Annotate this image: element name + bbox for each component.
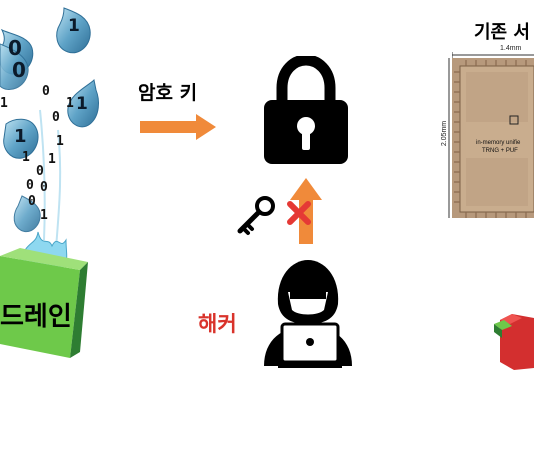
drop-bit-label: 1 bbox=[68, 16, 80, 36]
stream-bit: 0 bbox=[26, 178, 34, 193]
water-drop bbox=[67, 78, 99, 128]
stream-bit: 0 bbox=[42, 84, 50, 99]
left-panel: 0 1 0 1 1 1 0 1 0 1 1 0 1 0 0 0 1 드레인 bbox=[0, 0, 135, 462]
width-dimension-line bbox=[452, 52, 534, 58]
height-dimension-line bbox=[448, 58, 450, 218]
water-drop bbox=[13, 195, 41, 233]
water-drops-illustration bbox=[0, 7, 99, 358]
block-label: 드레인 bbox=[0, 302, 72, 332]
width-label: 1.4mm bbox=[500, 45, 522, 52]
hacker-label: 해커 bbox=[198, 312, 237, 336]
stream-bit: 1 bbox=[56, 134, 64, 149]
key-icon bbox=[237, 196, 275, 235]
stream-bit: 1 bbox=[40, 208, 48, 223]
chip-text-line-2: TRNG + PUF bbox=[482, 148, 518, 154]
stream-bit: 1 bbox=[48, 152, 56, 167]
cross-icon bbox=[287, 201, 311, 225]
stream-bit: 0 bbox=[28, 194, 36, 209]
water-drop bbox=[0, 43, 29, 90]
stream-bit: 0 bbox=[40, 180, 48, 195]
chip-text-line-1: in-memory unifie bbox=[476, 140, 521, 146]
middle-panel: 암호 키 해커 bbox=[130, 0, 400, 462]
stream-bit: 0 bbox=[52, 110, 60, 125]
stream-bit: 1 bbox=[22, 150, 30, 165]
stream-bit: 1 bbox=[66, 96, 74, 111]
padlock-icon bbox=[264, 56, 348, 164]
drop-bit-label: 0 bbox=[8, 36, 22, 60]
right-arrow-icon bbox=[140, 114, 216, 140]
chip-die-image bbox=[452, 58, 534, 218]
drop-bit-label: 1 bbox=[14, 126, 27, 147]
water-drop bbox=[3, 118, 39, 159]
right-panel: 기존 서 1.4mm 2.05mm in-memory unifie TRNG … bbox=[430, 0, 534, 462]
drop-bit-label: 1 bbox=[76, 94, 88, 114]
red-block-icon bbox=[494, 314, 534, 370]
water-drop bbox=[56, 7, 91, 54]
stream-bit: 0 bbox=[36, 164, 44, 179]
stream-bit: 1 bbox=[0, 96, 8, 111]
drop-bit-label: 0 bbox=[12, 58, 26, 82]
laptop-icon bbox=[278, 322, 342, 368]
arrow-label: 암호 키 bbox=[138, 82, 198, 104]
panel-title: 기존 서 bbox=[474, 22, 530, 43]
